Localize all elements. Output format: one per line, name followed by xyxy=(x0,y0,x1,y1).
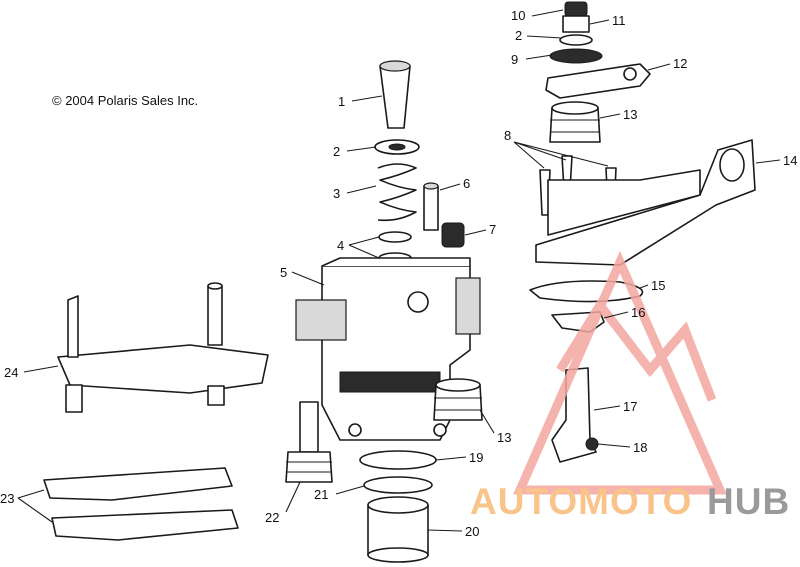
callout-14: 14 xyxy=(783,153,797,168)
callout-12: 12 xyxy=(673,56,687,71)
part-lever xyxy=(551,367,599,463)
part-gasket xyxy=(529,280,644,303)
callout-21: 21 xyxy=(314,487,328,502)
callout-24: 24 xyxy=(4,365,18,380)
part-boot-upper xyxy=(549,101,601,143)
callout-5: 5 xyxy=(280,265,287,280)
part-brake-pads xyxy=(43,467,239,541)
part-bracket xyxy=(57,282,269,413)
callout-3: 3 xyxy=(333,186,340,201)
part-seals xyxy=(359,450,437,494)
part-guide-pin xyxy=(285,401,333,483)
callout-15: 15 xyxy=(651,278,665,293)
callout-17: 17 xyxy=(623,399,637,414)
part-mounting-plate xyxy=(535,139,756,266)
callout-2-upper-pin: 2 xyxy=(333,144,340,159)
callout-13-upper: 13 xyxy=(623,107,637,122)
part-pin xyxy=(379,60,411,129)
callouts: 1 2 2 3 4 5 6 7 8 9 10 11 12 13 13 14 15… xyxy=(0,8,797,539)
callout-1: 1 xyxy=(338,94,345,109)
part-cap xyxy=(441,222,465,248)
callout-20: 20 xyxy=(465,524,479,539)
part-piston xyxy=(367,496,429,563)
callout-13-lower: 13 xyxy=(497,430,511,445)
callout-16: 16 xyxy=(631,305,645,320)
copyright-text: © 2004 Polaris Sales Inc. xyxy=(52,93,198,108)
watermark-logo xyxy=(513,250,727,495)
callout-4: 4 xyxy=(337,238,344,253)
part-washer-upper xyxy=(374,139,420,155)
callout-19: 19 xyxy=(469,450,483,465)
callout-11: 11 xyxy=(612,13,626,28)
callout-7: 7 xyxy=(489,222,496,237)
part-bleeder xyxy=(423,182,439,231)
callout-8: 8 xyxy=(504,128,511,143)
part-boot-lower xyxy=(433,378,483,421)
watermark-automoto: AUTOMOTO xyxy=(470,481,692,522)
leader-lines xyxy=(17,9,781,532)
callout-10: 10 xyxy=(511,8,525,23)
callout-18: 18 xyxy=(633,440,647,455)
callout-9: 9 xyxy=(511,52,518,67)
watermark-triangle-icon xyxy=(513,250,727,495)
callout-6: 6 xyxy=(463,176,470,191)
watermark-hub: HUB xyxy=(707,481,790,522)
callout-2-nut-stack: 2 xyxy=(515,28,522,43)
part-spring xyxy=(377,163,417,222)
part-nut-stack xyxy=(549,1,603,64)
callout-23: 23 xyxy=(0,491,14,506)
callout-22: 22 xyxy=(265,510,279,525)
part-arm xyxy=(545,63,651,99)
